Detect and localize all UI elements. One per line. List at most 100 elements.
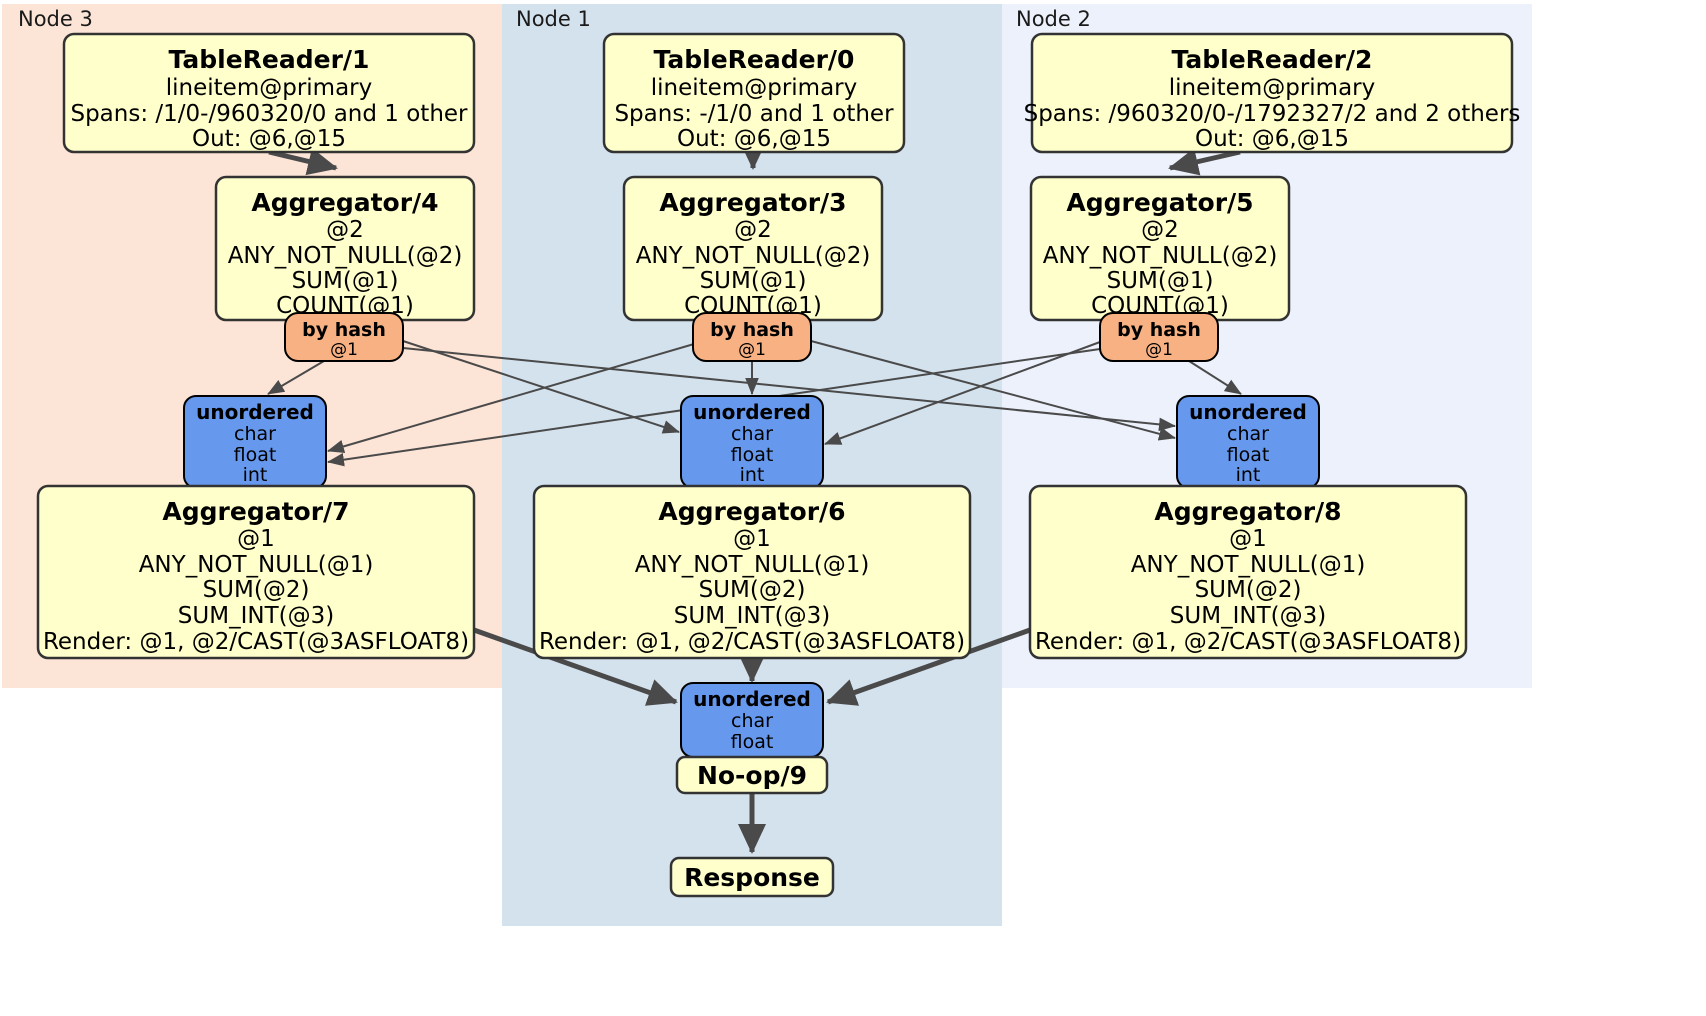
processor-aggregator-6[interactable]: Aggregator/6 @1 ANY_NOT_NULL(@1) SUM(@2)… [532, 484, 972, 660]
router-by-hash-5[interactable]: by hash @1 [1099, 312, 1219, 362]
processor-aggregator-8-line-2: SUM(@2) [1195, 577, 1302, 603]
synchronizer-unordered-9[interactable]: unordered char float [680, 682, 824, 758]
processor-aggregator-4-title: Aggregator/4 [251, 188, 438, 217]
processor-tablereader-2-line-2: Out: @6,@15 [1195, 126, 1349, 152]
synchronizer-unordered-7[interactable]: unordered char float int [183, 395, 327, 489]
edge-byhash3-unordered7 [327, 343, 695, 454]
processor-aggregator-5-title: Aggregator/5 [1066, 188, 1253, 217]
processor-aggregator-6-title: Aggregator/6 [658, 497, 845, 526]
processor-aggregator-5[interactable]: Aggregator/5 @2 ANY_NOT_NULL(@2) SUM(@1)… [1029, 175, 1291, 322]
edge-byhash5-unordered8 [1188, 360, 1242, 395]
processor-aggregator-7-box [36, 484, 476, 660]
edge-aggregator7-unordered9 [473, 627, 678, 706]
synchronizer-unordered-7-line-2: int [243, 464, 268, 486]
processor-aggregator-8-title: Aggregator/8 [1154, 497, 1341, 526]
synchronizers-layer: unordered char float int unordered char … [183, 395, 1320, 489]
processor-aggregator-7-line-2: SUM(@2) [203, 577, 310, 603]
synchronizer-unordered-7-line-1: float [234, 444, 277, 466]
processor-aggregator-3-line-0: @2 [734, 217, 772, 243]
processor-aggregator-7-line-1: ANY_NOT_NULL(@1) [139, 552, 374, 578]
synchronizer-unordered-6-title: unordered [693, 400, 811, 424]
processor-aggregator-4-line-0: @2 [326, 217, 364, 243]
processor-aggregator-4[interactable]: Aggregator/4 @2 ANY_NOT_NULL(@2) SUM(@1)… [214, 175, 476, 322]
processor-response-title: Response [684, 863, 820, 892]
synchronizer-unordered-7-title: unordered [196, 400, 314, 424]
processor-aggregator-5-line-1: ANY_NOT_NULL(@2) [1043, 243, 1278, 269]
processor-tablereader-1-box [62, 32, 476, 154]
processor-aggregator-3-title: Aggregator/3 [659, 188, 846, 217]
router-by-hash-5-title: by hash [1117, 319, 1201, 341]
synchronizer-unordered-8-line-0: char [1227, 423, 1269, 445]
processor-aggregator-7-line-3: SUM_INT(@3) [178, 603, 334, 629]
synchronizer-unordered-8[interactable]: unordered char float int [1176, 395, 1320, 489]
node-panel-node3-label: Node 3 [18, 7, 93, 31]
processor-tablereader-0[interactable]: TableReader/0 lineitem@primary Spans: -/… [602, 32, 906, 154]
synchronizer-unordered-7-line-0: char [234, 423, 276, 445]
processor-aggregator-7-line-4: Render: @1, @2/CAST(@3ASFLOAT8) [43, 629, 469, 655]
processor-tablereader-1-line-0: lineitem@primary [166, 75, 372, 101]
edge-byhash3-unordered8 [810, 340, 1176, 441]
processor-aggregator-4-line-1: ANY_NOT_NULL(@2) [228, 243, 463, 269]
processor-aggregator-6-line-2: SUM(@2) [699, 577, 806, 603]
processors-layer: TableReader/1 lineitem@primary Spans: /1… [62, 32, 1521, 322]
router-by-hash-3[interactable]: by hash @1 [692, 312, 812, 362]
router-by-hash-4-title: by hash [302, 319, 386, 341]
processor-tablereader-0-line-1: Spans: -/1/0 and 1 other [614, 101, 894, 127]
router-by-hash-4-box [284, 312, 404, 362]
processor-tablereader-2[interactable]: TableReader/2 lineitem@primary Spans: /9… [1024, 32, 1521, 154]
router-by-hash-5-box [1099, 312, 1219, 362]
processor-response[interactable]: Response [669, 856, 835, 898]
processor-aggregator-8-box [1028, 484, 1468, 660]
processor-aggregator-5-line-0: @2 [1141, 217, 1179, 243]
processor-aggregator-8[interactable]: Aggregator/8 @1 ANY_NOT_NULL(@1) SUM(@2)… [1028, 484, 1468, 660]
synchronizer-unordered-6-line-1: float [731, 444, 774, 466]
synchronizer-unordered-8-line-2: int [1236, 464, 1261, 486]
processor-tablereader-1[interactable]: TableReader/1 lineitem@primary Spans: /1… [62, 32, 476, 154]
processor-tablereader-0-title: TableReader/0 [654, 45, 855, 74]
processor-tablereader-0-line-0: lineitem@primary [651, 75, 857, 101]
processor-tablereader-1-line-2: Out: @6,@15 [192, 126, 346, 152]
processor-tablereader-2-box [1030, 32, 1514, 154]
processor-aggregator-3[interactable]: Aggregator/3 @2 ANY_NOT_NULL(@2) SUM(@1)… [622, 175, 884, 322]
processor-no-op-9-box [675, 755, 829, 795]
processor-tablereader-2-line-1: Spans: /960320/0-/1792327/2 and 2 others [1024, 101, 1521, 127]
router-by-hash-3-box [692, 312, 812, 362]
processor-aggregator-8-line-4: Render: @1, @2/CAST(@3ASFLOAT8) [1035, 629, 1461, 655]
processor-aggregator-3-line-1: ANY_NOT_NULL(@2) [636, 243, 871, 269]
processor-no-op-9[interactable]: No-op/9 [675, 755, 829, 795]
edge-byhash4-unordered8 [402, 347, 1176, 432]
router-by-hash-5-sub: @1 [1145, 340, 1173, 360]
processor-aggregator-7[interactable]: Aggregator/7 @1 ANY_NOT_NULL(@1) SUM(@2)… [36, 484, 476, 660]
synchronizer-unordered-9-line-1: float [731, 731, 774, 753]
processor-tablereader-1-title: TableReader/1 [169, 45, 370, 74]
node-panel-node1-label: Node 1 [516, 7, 591, 31]
processor-aggregator-6-line-4: Render: @1, @2/CAST(@3ASFLOAT8) [539, 629, 965, 655]
router-by-hash-3-title: by hash [710, 319, 794, 341]
synchronizer-unordered-9-title: unordered [693, 687, 811, 711]
processor-tablereader-2-title: TableReader/2 [1172, 45, 1373, 74]
processor-aggregator-6-line-3: SUM_INT(@3) [674, 603, 830, 629]
synchronizer-unordered-6-line-0: char [731, 423, 773, 445]
processor-aggregator-8-line-3: SUM_INT(@3) [1170, 603, 1326, 629]
node-panel-node2-label: Node 2 [1016, 7, 1091, 31]
final-stage-layer: unordered char float No-op/9 Response [669, 682, 835, 898]
processor-tablereader-2-line-0: lineitem@primary [1169, 75, 1375, 101]
processor-aggregator-4-line-2: SUM(@1) [292, 268, 399, 294]
processor-tablereader-0-box [602, 32, 906, 154]
processor-aggregator-7-line-0: @1 [237, 526, 275, 552]
edge-tablereader2-aggregator5 [1168, 148, 1241, 176]
processor-aggregator-7-title: Aggregator/7 [162, 497, 349, 526]
processor-aggregator-8-line-0: @1 [1229, 526, 1267, 552]
processor-no-op-9-title: No-op/9 [697, 761, 807, 790]
router-by-hash-4[interactable]: by hash @1 [284, 312, 404, 362]
processor-tablereader-0-line-2: Out: @6,@15 [677, 126, 831, 152]
router-by-hash-4-sub: @1 [330, 340, 358, 360]
lower-aggregators-layer: Aggregator/7 @1 ANY_NOT_NULL(@1) SUM(@2)… [36, 484, 1468, 660]
processor-aggregator-8-line-1: ANY_NOT_NULL(@1) [1131, 552, 1366, 578]
processor-response-box [669, 856, 835, 898]
processor-aggregator-3-line-2: SUM(@1) [700, 268, 807, 294]
edge-tablereader1-aggregator4 [268, 147, 338, 176]
synchronizer-unordered-6[interactable]: unordered char float int [680, 395, 824, 489]
processor-tablereader-1-line-1: Spans: /1/0-/960320/0 and 1 other [70, 101, 468, 127]
